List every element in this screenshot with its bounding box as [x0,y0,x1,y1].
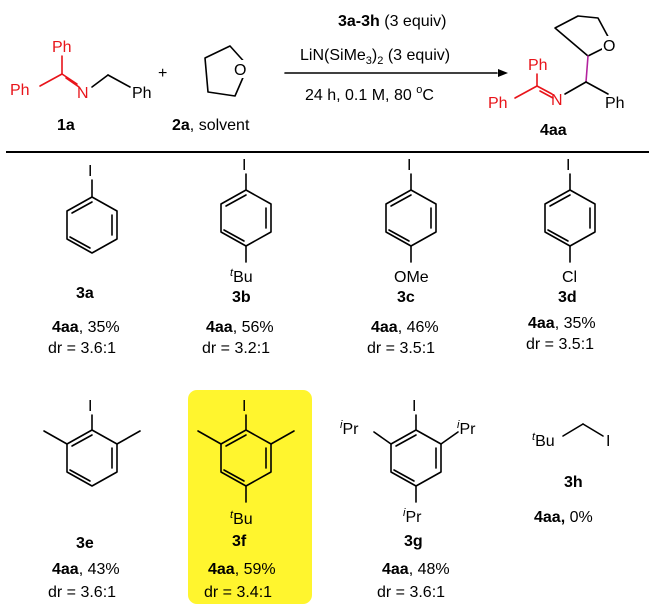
substituent-tbu: tBu [230,509,253,528]
atom-i: I [566,157,570,174]
label-2a: 2a, solvent [172,117,250,134]
substituent-tbu: tBu [532,431,555,450]
atom-ph: Ph [52,39,72,56]
label-3b: 3b [232,289,251,306]
atom-i: I [88,163,92,180]
atom-i: I [88,398,92,415]
atom-n: N [551,92,563,109]
label-3h: 3h [564,474,583,491]
reagent-line-2: LiN(SiMe3)2 (3 equiv) [300,47,450,67]
atom-i: I [242,157,246,174]
atom-i: I [242,398,246,415]
substituent-cl: Cl [562,269,577,286]
structure-1a: Ph Ph N Ph 1a [10,39,152,134]
dr-3g: dr = 3.6:1 [377,584,445,601]
yield-3d: 4aa, 35% [528,315,596,332]
structure-3g: I iPr iPr iPr [340,398,476,526]
atom-n: N [77,85,89,102]
substituent-ipr: iPr [403,507,422,526]
structure-2a: O 2a, solvent [172,45,250,134]
atom-ph: Ph [10,82,30,99]
yield-3b: 4aa, 56% [206,319,274,336]
atom-ph: Ph [605,95,625,112]
structure-3c: I OMe [385,157,437,286]
yield-3g: 4aa, 48% [382,561,450,578]
conditions: 24 h, 0.1 M, 80 oC [305,84,434,104]
dr-3a: dr = 3.6:1 [48,340,116,357]
atom-o: O [603,38,615,55]
atom-o: O [234,62,246,79]
dr-3e: dr = 3.6:1 [48,584,116,601]
structure-3h: tBu I [532,423,610,450]
atom-i: I [606,433,610,450]
atom-ph: Ph [528,57,548,74]
structure-3f: I tBu [197,398,295,528]
label-3f: 3f [232,533,247,550]
label-3d: 3d [558,289,577,306]
yield-3c: 4aa, 46% [371,319,439,336]
yield-3a: 4aa, 35% [52,319,120,336]
yield-3h: 4aa, 0% [534,509,593,526]
label-3g: 3g [404,533,423,550]
structure-3d: I Cl [544,157,596,286]
label-3c: 3c [397,289,415,306]
label-1a: 1a [57,117,75,134]
yield-3f: 4aa, 59% [208,561,276,578]
label-4aa: 4aa [540,122,567,139]
label-3e: 3e [76,535,94,552]
dr-3c: dr = 3.5:1 [367,340,435,357]
dr-3b: dr = 3.2:1 [202,340,270,357]
dr-3f: dr = 3.4:1 [204,584,272,601]
structure-4aa: O Ph N Ph Ph 4aa [488,15,625,139]
plus-sign: + [158,65,167,82]
yield-3e: 4aa, 43% [52,561,120,578]
label-3a: 3a [76,285,94,302]
substituent-ipr: iPr [457,419,476,438]
structure-3e: I [43,398,141,487]
dr-3d: dr = 3.5:1 [526,336,594,353]
atom-ph: Ph [132,85,152,102]
substituent-ome: OMe [394,269,429,286]
substituent-tbu: tBu [230,267,253,286]
structure-3b: I tBu [220,157,272,286]
reagent-line-1: 3a-3h (3 equiv) [338,13,447,30]
structure-3a: I [66,163,118,254]
atom-i: I [407,157,411,174]
substituent-ipr: iPr [340,419,359,438]
atom-ph: Ph [488,95,508,112]
reaction-arrow: 3a-3h (3 equiv) LiN(SiMe3)2 (3 equiv) 24… [284,13,508,104]
atom-i: I [412,398,416,415]
